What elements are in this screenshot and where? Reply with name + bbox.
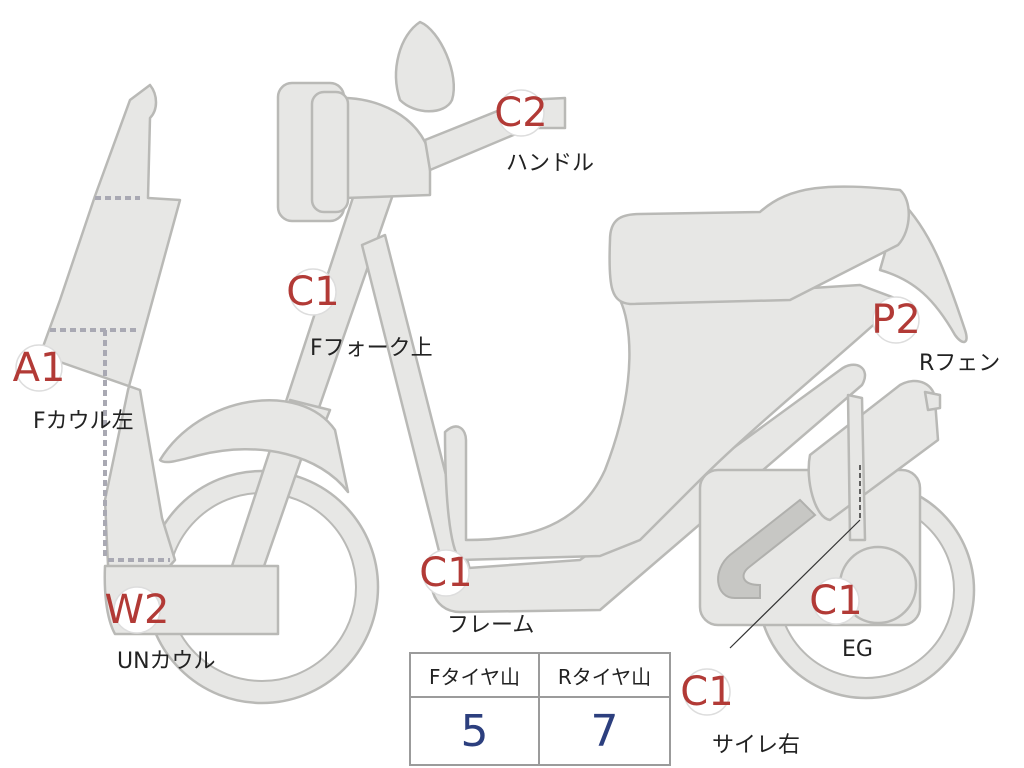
label-frame: フレーム [447, 613, 534, 638]
svg-text:C1: C1 [286, 269, 339, 315]
tire-tread-table: Fタイヤ山 Rタイヤ山 5 7 [409, 652, 671, 766]
headlight-lens [310, 90, 350, 214]
label-muffler: サイレ右 [712, 733, 800, 758]
windscreen [394, 20, 455, 113]
value-rear-tire: 7 [590, 705, 619, 757]
svg-text:A1: A1 [13, 345, 66, 391]
seat [608, 185, 910, 306]
value-front-tire: 5 [411, 698, 540, 764]
marker-a1-cowl: A1 [13, 344, 66, 392]
marker-c1-fork: C1 [286, 268, 340, 316]
label-engine: EG [842, 637, 873, 662]
muffler [807, 379, 940, 522]
label-undercowl: UNカウル [117, 649, 216, 674]
exhaust-pipe [717, 498, 817, 599]
svg-text:P2: P2 [871, 297, 921, 343]
label-fork: Fフォーク上 [310, 336, 433, 361]
svg-text:C1: C1 [419, 550, 472, 596]
label-cowl: Fカウル左 [33, 409, 134, 434]
marker-c1-muffler: C1 [680, 668, 734, 716]
label-handle: ハンドル [506, 151, 594, 176]
marker-p2-rfender: P2 [871, 296, 921, 344]
svg-text:W2: W2 [105, 587, 170, 633]
marker-c1-frame: C1 [419, 549, 473, 597]
svg-text:C1: C1 [809, 578, 862, 624]
label-rfender: Rフェン [919, 351, 1000, 376]
rear-shock [846, 393, 867, 542]
header-rear-tire: Rタイヤ山 [540, 654, 669, 698]
marker-c2-handle: C2 [494, 89, 548, 137]
marker-c1-engine: C1 [809, 577, 863, 625]
header-front-tire: Fタイヤ山 [411, 654, 540, 698]
svg-text:C2: C2 [494, 90, 547, 136]
front-fender [158, 399, 350, 494]
muffler-leader [729, 519, 861, 649]
front-cowl [38, 83, 182, 602]
svg-text:C1: C1 [680, 669, 733, 715]
muffler-tip [923, 390, 942, 412]
marker-w2-undercowl: W2 [105, 586, 170, 634]
